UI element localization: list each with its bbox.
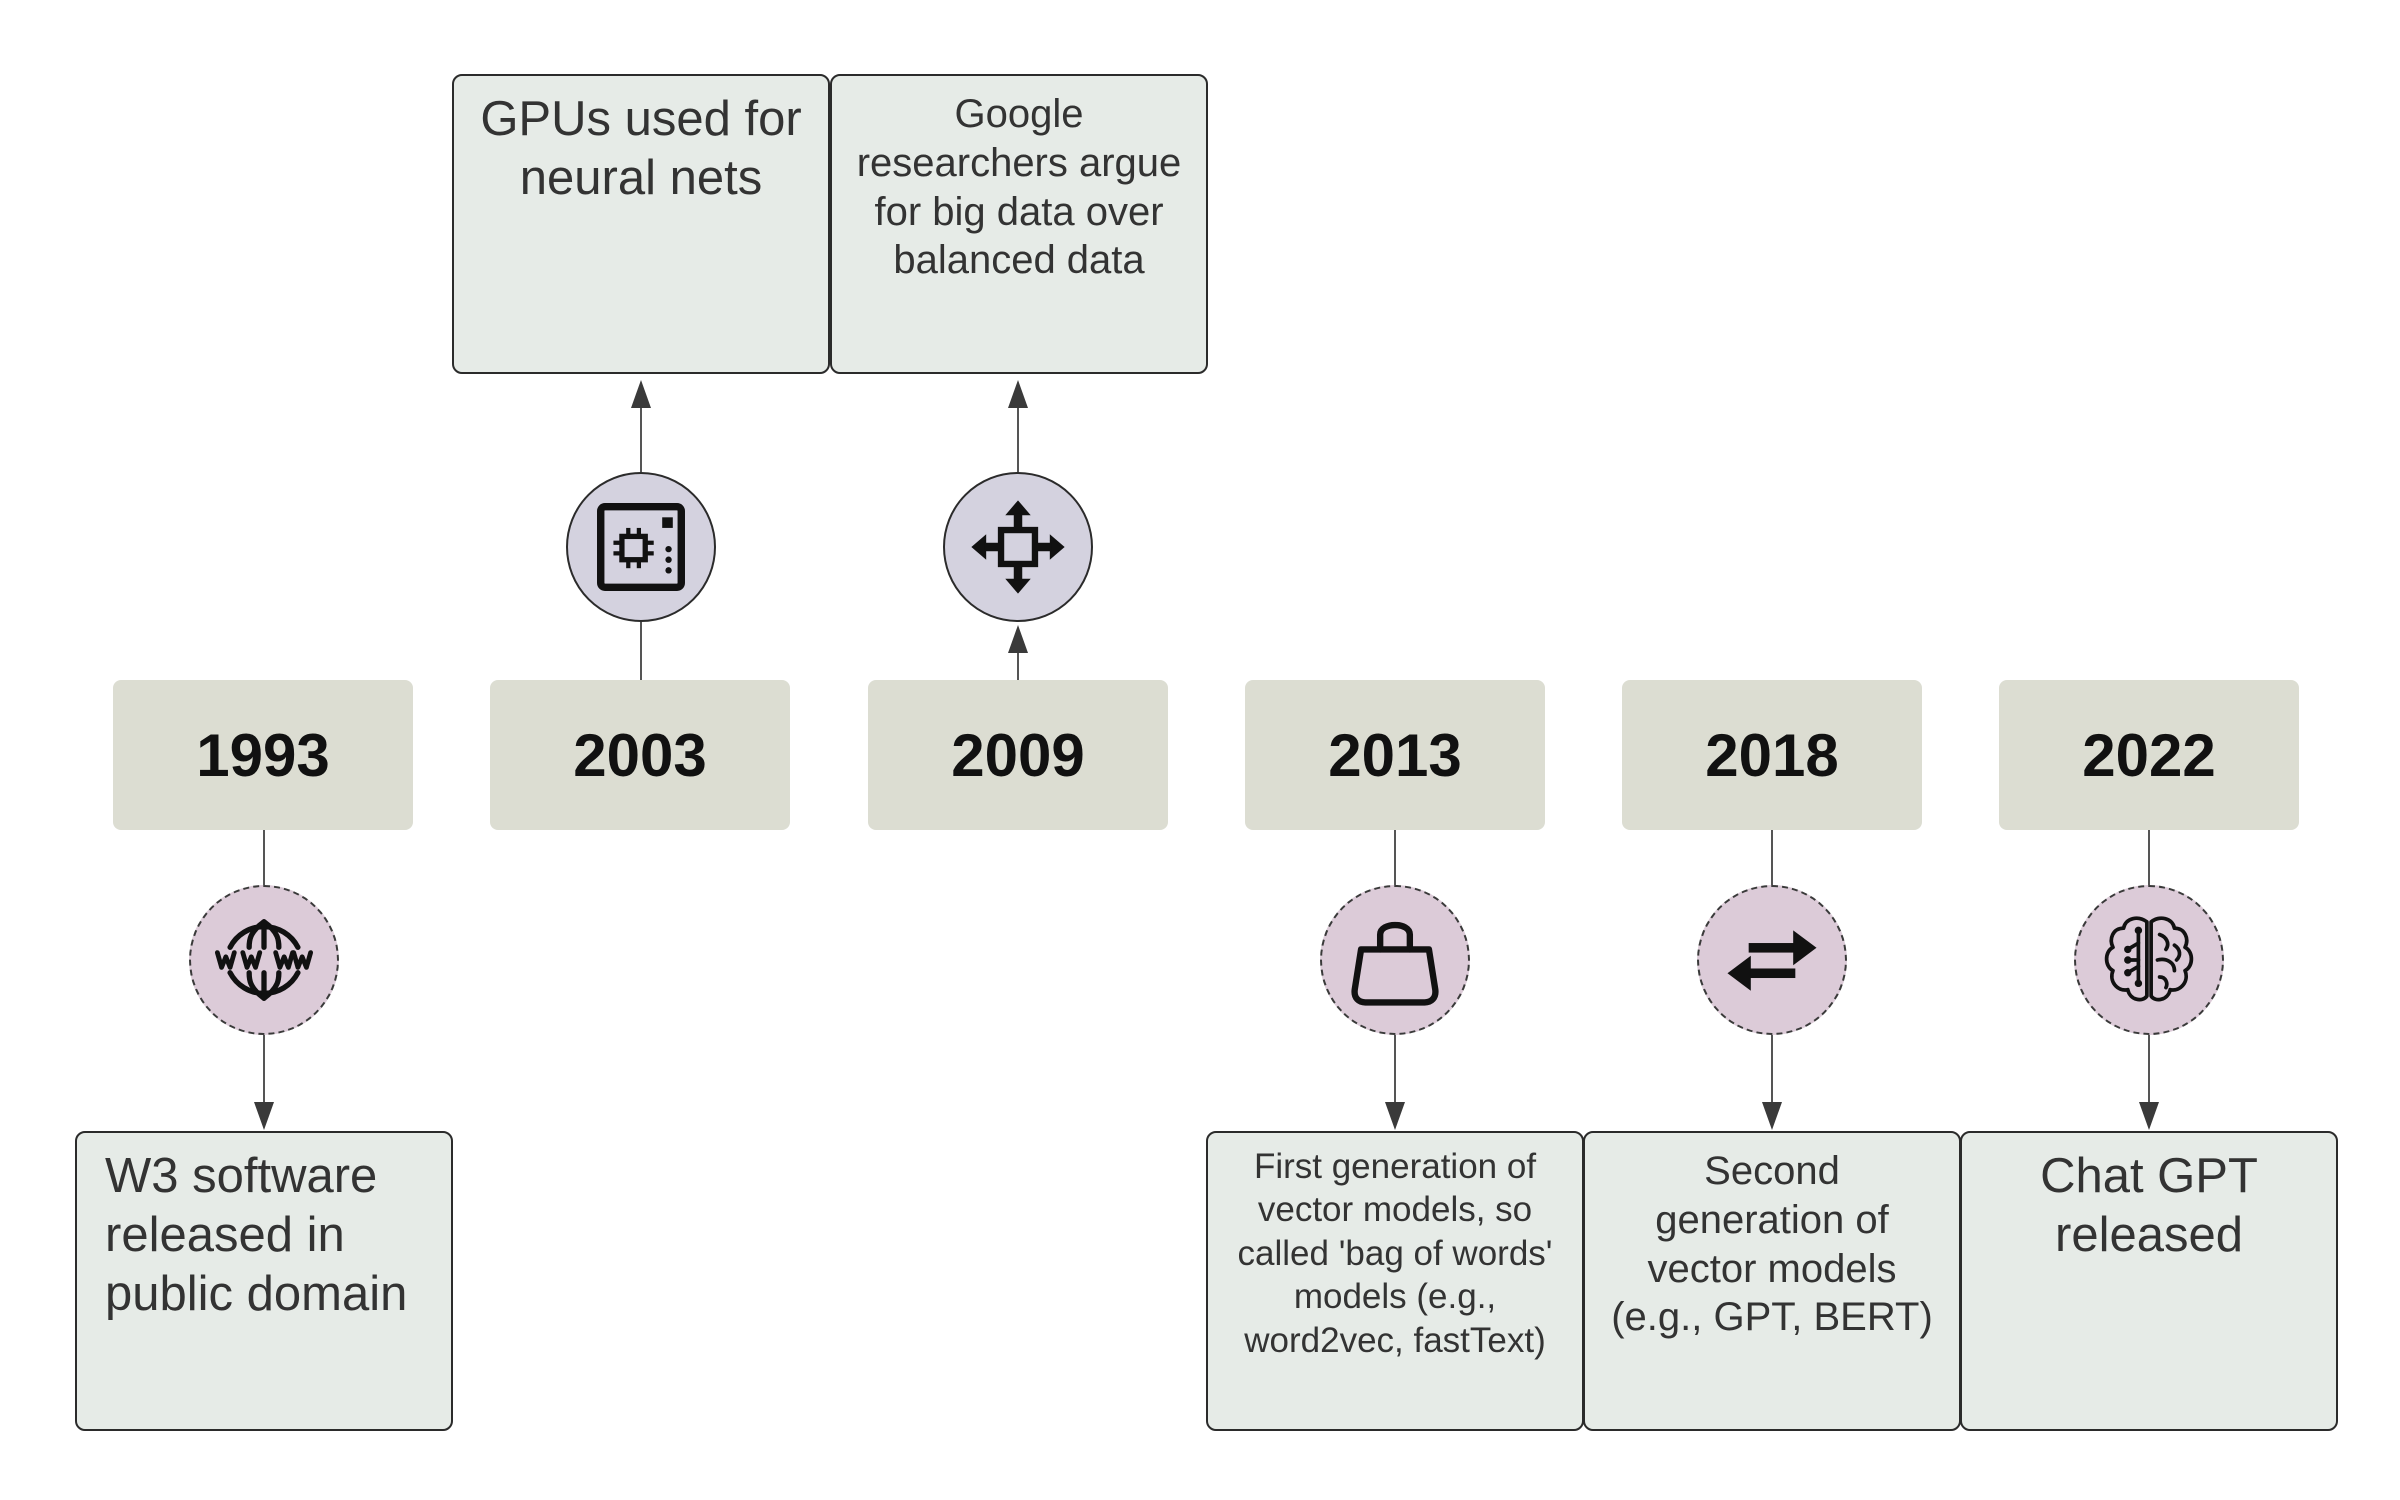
brain-circuit-icon xyxy=(2104,916,2194,1002)
event-box-2022: Chat GPT released xyxy=(1960,1131,2338,1431)
event-box-2018: Second generation of vector models (e.g.… xyxy=(1583,1131,1961,1431)
year-label-2022: 2022 xyxy=(2082,721,2216,789)
event-box-2013: First generation of vector models, so ca… xyxy=(1206,1131,1584,1431)
year-box-2009: 2009 xyxy=(868,680,1168,830)
shopping-bag-icon-circle xyxy=(1320,885,1470,1035)
year-label-1993: 1993 xyxy=(196,721,330,789)
brain-circuit-icon-circle xyxy=(2074,885,2224,1035)
event-text-2018: Second generation of vector models (e.g.… xyxy=(1611,1149,1933,1340)
arrowhead-2018 xyxy=(1762,1102,1782,1130)
arrowhead-2009-top xyxy=(1008,380,1028,408)
circuit-chip-icon-circle xyxy=(566,472,716,622)
event-text-2013: First generation of vector models, so ca… xyxy=(1237,1147,1553,1360)
event-text-2022: Chat GPT released xyxy=(2040,1149,2258,1262)
event-box-2009: Google researchers argue for big data ov… xyxy=(830,74,1208,374)
year-box-1993: 1993 xyxy=(113,680,413,830)
globe-www-icon xyxy=(214,919,314,1001)
event-text-2003: GPUs used for neural nets xyxy=(480,92,802,205)
shopping-bag-icon xyxy=(1351,921,1439,1006)
year-box-2003: 2003 xyxy=(490,680,790,830)
arrowhead-2003 xyxy=(631,380,651,408)
arrowhead-2009-icon xyxy=(1008,625,1028,653)
event-text-1993: W3 software released in public domain xyxy=(105,1149,408,1321)
year-label-2009: 2009 xyxy=(951,721,1085,789)
arrowhead-2013 xyxy=(1385,1102,1405,1130)
event-box-2003: GPUs used for neural nets xyxy=(452,74,830,374)
year-box-2013: 2013 xyxy=(1245,680,1545,830)
year-label-2018: 2018 xyxy=(1705,721,1839,789)
expand-arrows-icon-circle xyxy=(943,472,1093,622)
swap-arrows-icon-circle xyxy=(1697,885,1847,1035)
year-label-2013: 2013 xyxy=(1328,721,1462,789)
year-box-2022: 2022 xyxy=(1999,680,2299,830)
circuit-chip-icon xyxy=(597,503,685,591)
event-text-2009: Google researchers argue for big data ov… xyxy=(856,92,1182,283)
year-label-2003: 2003 xyxy=(573,721,707,789)
arrowhead-2022 xyxy=(2139,1102,2159,1130)
year-box-2018: 2018 xyxy=(1622,680,1922,830)
expand-arrows-icon xyxy=(971,500,1065,594)
swap-arrows-icon xyxy=(1727,930,1817,991)
globe-www-icon-circle xyxy=(189,885,339,1035)
arrowhead-1993 xyxy=(254,1102,274,1130)
event-box-1993: W3 software released in public domain xyxy=(75,1131,453,1431)
